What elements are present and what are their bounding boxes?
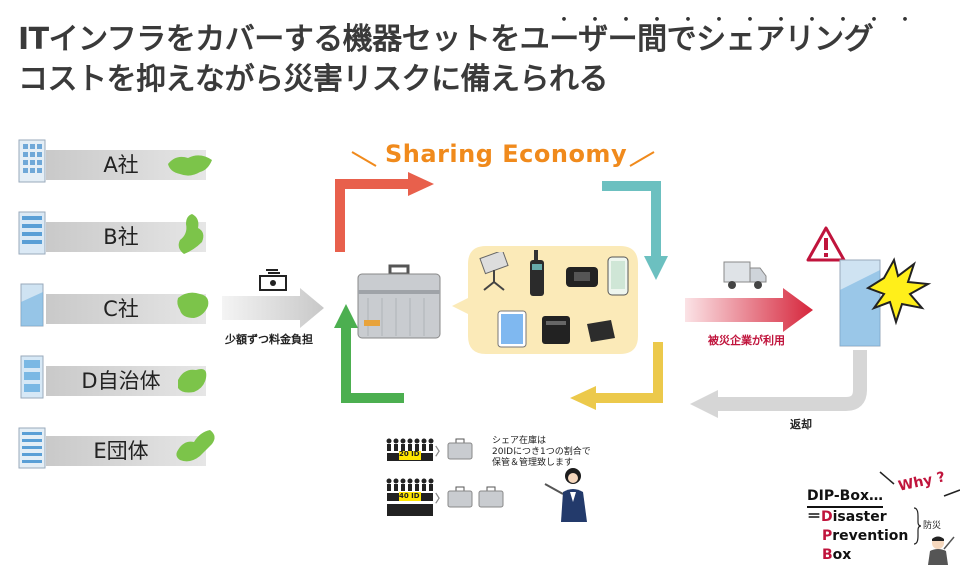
- title-line-2: コストを抑えながら災害リスクに備えられる: [18, 62, 609, 97]
- dispatch-arrow: [685, 288, 813, 332]
- accent-dash-left: [351, 151, 377, 167]
- building-icon: [20, 283, 44, 327]
- building-icon: [18, 211, 46, 255]
- return-arrow: [690, 350, 867, 418]
- bracket-glyph: 〉: [435, 492, 446, 505]
- building-icon: [18, 139, 46, 183]
- map-region-icon: [178, 369, 207, 393]
- equipment-case-icon: [357, 264, 441, 339]
- company-row-c: C社: [16, 282, 226, 328]
- badge-20-id: 20 ID: [399, 450, 420, 458]
- company-label: D自治体: [81, 369, 161, 393]
- dip-word-d: isaster: [832, 509, 887, 525]
- company-row-e: E団体: [16, 424, 226, 470]
- company-label: B社: [103, 225, 139, 249]
- battery-pack-icon: [587, 320, 615, 342]
- inventory-note-line: 20IDにつき1つの割合で: [492, 447, 591, 457]
- company-label: C社: [103, 297, 139, 321]
- damaged-building-icon: [839, 257, 932, 347]
- case-small-icon: [478, 486, 504, 508]
- payment-label: 少額ずつ料金負担: [225, 333, 313, 346]
- mobile-router-icon: [566, 267, 598, 287]
- bousai-label: 防災: [923, 521, 942, 531]
- accent-dash: [943, 489, 960, 497]
- gps-device-icon: [542, 316, 570, 344]
- company-row-b: B社: [16, 210, 226, 256]
- truck-icon: [723, 261, 767, 289]
- emphasis-dots: ・・・・・・・・・・・・: [555, 10, 927, 31]
- dip-box-definition: DIP-Box… ＝Disaster Prevention Box: [807, 487, 908, 565]
- page-title: ITインフラをカバーする機器セットをユーザー間でシェアリング コストを抑えながら…: [18, 20, 874, 100]
- map-region-icon: [177, 292, 209, 318]
- company-row-a: A社: [16, 138, 226, 184]
- accent-dash-right: [629, 151, 655, 167]
- dip-box-title: DIP-Box…: [807, 487, 883, 508]
- sharing-economy-label: Sharing Economy: [385, 140, 628, 168]
- dip-initial-b: B: [822, 547, 833, 563]
- disaster-use-label: 被災企業が利用: [708, 334, 785, 347]
- accent-dash: [879, 471, 895, 485]
- dip-line-box: Box: [807, 546, 908, 565]
- presenter-man-icon: [928, 536, 955, 565]
- case-small-icon: [447, 486, 473, 508]
- company-row-d: D自治体: [16, 354, 226, 400]
- dip-word-p: revention: [832, 528, 909, 544]
- map-region-icon: [168, 155, 212, 176]
- return-label: 返却: [790, 418, 812, 431]
- dip-initial-d: D: [821, 509, 833, 525]
- payment-arrow: [222, 288, 324, 328]
- company-label: A社: [103, 153, 139, 177]
- dip-line-disaster: ＝Disaster: [807, 508, 908, 527]
- equals-sign: ＝: [807, 509, 821, 525]
- building-icon: [18, 427, 46, 469]
- inventory-note-line: 保管＆管理致します: [492, 458, 574, 468]
- money-icon: [259, 269, 287, 291]
- bracket-glyph: 〉: [435, 445, 446, 458]
- map-region-icon: [178, 214, 204, 254]
- satellite-phone-icon: [530, 250, 544, 296]
- satellite-antenna-icon: [479, 252, 509, 291]
- cycle-arrows: [334, 172, 668, 410]
- people-group-20-icon: [386, 438, 434, 461]
- building-icon: [20, 355, 44, 399]
- warning-icon: [806, 226, 846, 262]
- case-small-icon: [447, 438, 473, 460]
- map-region-icon: [176, 430, 215, 462]
- company-label: E団体: [93, 439, 149, 463]
- title-line-1: ITインフラをカバーする機器セットをユーザー間でシェアリング: [18, 22, 874, 57]
- dip-line-prevention: Prevention: [807, 527, 908, 546]
- presenter-woman-icon: [544, 468, 587, 522]
- brace-icon: [913, 507, 922, 545]
- people-group-40-icon: [386, 478, 434, 516]
- badge-40-id: 40 ID: [399, 492, 420, 500]
- inventory-note-line: シェア在庫は: [492, 436, 547, 446]
- smartphone-icon: [607, 256, 629, 296]
- tablet-icon: [497, 310, 527, 348]
- dip-initial-p: P: [822, 528, 833, 544]
- dip-word-b: ox: [832, 547, 852, 563]
- inventory-note: シェア在庫は 20IDにつき1つの割合で 保管＆管理致します: [492, 436, 591, 469]
